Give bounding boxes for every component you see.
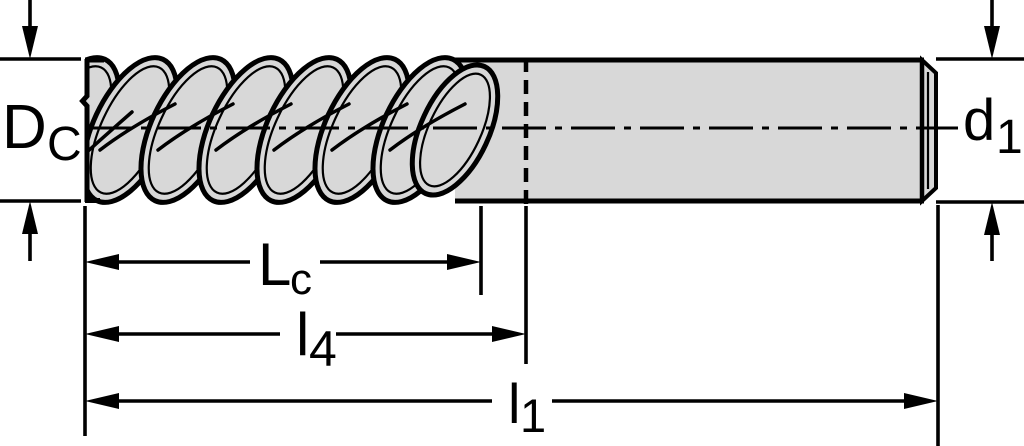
arrow-left-icon (85, 393, 119, 409)
fluted-cutting-section (85, 55, 505, 205)
arrow-down-icon (984, 26, 1000, 59)
dimension-l1 (85, 393, 938, 409)
arrow-up-icon (984, 202, 1000, 235)
shank (455, 55, 938, 206)
arrow-up-icon (22, 201, 38, 234)
dimension-l4 (85, 326, 526, 342)
arrow-left-icon (85, 254, 119, 270)
cutting-diameter-arrows (0, 0, 81, 261)
arrow-right-icon (447, 254, 481, 270)
label-cutting-diameter: D C (2, 93, 82, 171)
shank-diameter-arrows (936, 0, 1024, 261)
label-flute-length: l 4 (296, 301, 337, 377)
extension-lines (83, 205, 940, 446)
arrow-right-icon (492, 326, 526, 342)
label-shank-diameter: d 1 (963, 88, 1023, 164)
arrow-down-icon (22, 26, 38, 59)
label-overall-length: l 1 (508, 372, 546, 442)
cutter-end-face (79, 57, 104, 203)
arrow-left-icon (85, 326, 119, 342)
arrow-right-icon (904, 393, 938, 409)
label-cutting-edge-length: L c (258, 231, 312, 304)
dimension-lc (85, 254, 481, 270)
